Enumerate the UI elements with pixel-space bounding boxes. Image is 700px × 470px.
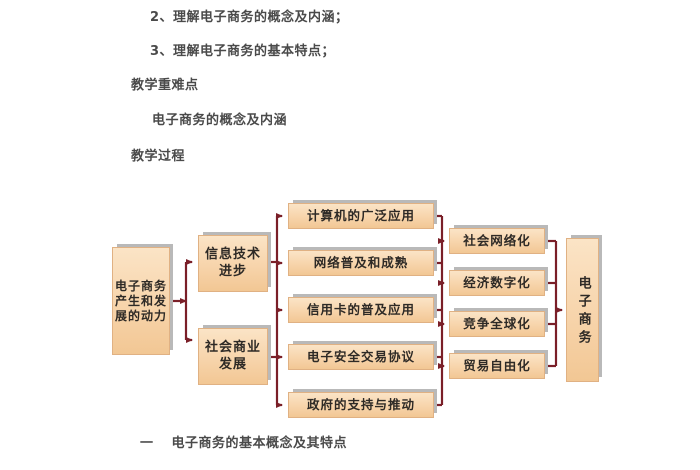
diagram-node-driver-5[interactable]: 政府的支持与推动 [288,392,434,418]
diagram-node-outcome-2[interactable]: 经济数字化 [449,270,545,296]
diagram-node-category-commerce[interactable]: 社会商业发展 [198,328,268,385]
diagram-node-outcome-3[interactable]: 竞争全球化 [449,311,545,337]
diagram-node-outcome-1[interactable]: 社会网络化 [449,228,545,254]
diagram-node-driver-4[interactable]: 电子安全交易协议 [288,344,434,370]
doc-heading-teaching-process: 教学过程 [131,149,186,164]
doc-line-objective-3: 3、理解电子商务的基本特点； [150,44,336,59]
doc-caption-index: 一 [140,436,154,451]
diagram-node-result[interactable]: 电子商务 [566,238,599,382]
diagram-node-root[interactable]: 电子商务产生和发展的动力 [112,247,170,355]
doc-line-concept-connotation: 电子商务的概念及内涵 [152,113,288,128]
diagram-node-driver-1[interactable]: 计算机的广泛应用 [288,203,434,229]
diagram-node-driver-2[interactable]: 网络普及和成熟 [288,250,434,276]
doc-caption: 一 电子商务的基本概念及其特点 [140,432,347,451]
doc-heading-key-difficulties: 教学重难点 [131,78,199,93]
doc-line-objective-2: 2、理解电子商务的概念及内涵； [150,10,349,25]
diagram-node-outcome-4[interactable]: 贸易自由化 [449,353,545,379]
doc-caption-text: 电子商务的基本概念及其特点 [171,436,348,451]
diagram-node-driver-3[interactable]: 信用卡的普及应用 [288,297,434,323]
diagram-node-category-tech[interactable]: 信息技术进步 [198,235,268,292]
